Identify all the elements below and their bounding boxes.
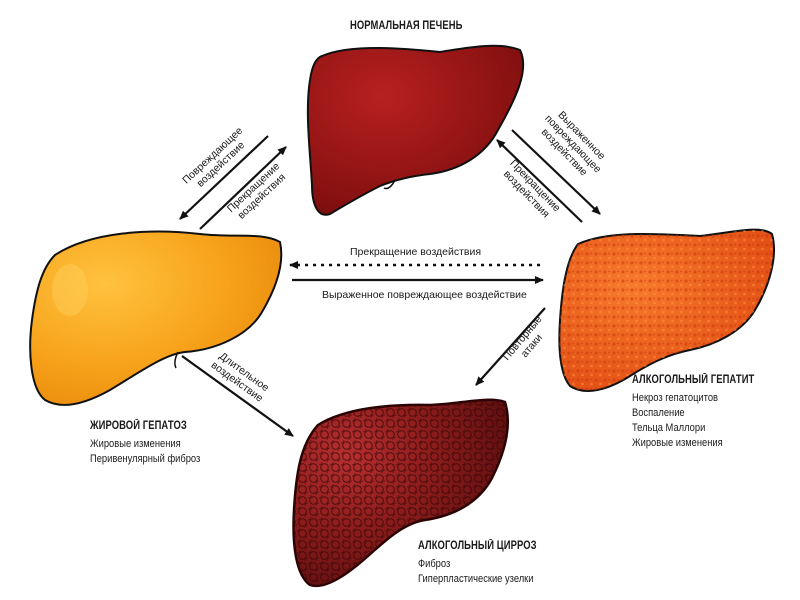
- hepatitis-detail: Воспаление: [632, 407, 685, 419]
- hepatitis-detail: Некроз гепатоцитов: [632, 392, 718, 404]
- hepatitis-liver-illustration: [558, 228, 775, 392]
- arrow-fatty-to-cirrhosis: [181, 355, 294, 437]
- cirrhosis-detail: Фиброз: [418, 558, 451, 570]
- cirrhosis-detail: Гиперпластические узелки: [418, 573, 534, 585]
- cirrhosis-title: АЛКОГОЛЬНЫЙ ЦИРРОЗ: [418, 540, 537, 552]
- normal-liver-title: НОРМАЛЬНАЯ ПЕЧЕНЬ: [350, 20, 463, 32]
- arrow-hepatitis-to-normal: [496, 139, 583, 223]
- label-hepatitis-to-fatty: Прекращение воздействия: [350, 246, 482, 258]
- hepatitis-detail: Тельца Маллори: [632, 422, 706, 434]
- fatty-liver-title: ЖИРОВОЙ ГЕПАТОЗ: [90, 420, 187, 432]
- arrow-normal-to-fatty: [179, 135, 269, 220]
- fatty-liver-illustration: [29, 230, 283, 406]
- cirrhosis-liver-illustration: [292, 398, 509, 588]
- fatty-liver-detail: Перивенулярный фиброз: [90, 453, 201, 465]
- label-fatty-to-hepatitis: Выраженное повреждающее воздействие: [322, 289, 527, 301]
- arrow-hepatitis-to-cirrhosis: [475, 307, 546, 386]
- fatty-liver-detail: Жировые изменения: [90, 438, 181, 450]
- arrow-fatty-to-normal: [199, 146, 287, 230]
- hepatitis-title: АЛКОГОЛЬНЫЙ ГЕПАТИТ: [632, 374, 755, 386]
- hepatitis-detail: Жировые изменения: [632, 437, 723, 449]
- arrow-normal-to-hepatitis: [511, 129, 601, 215]
- normal-liver-illustration: [306, 44, 525, 216]
